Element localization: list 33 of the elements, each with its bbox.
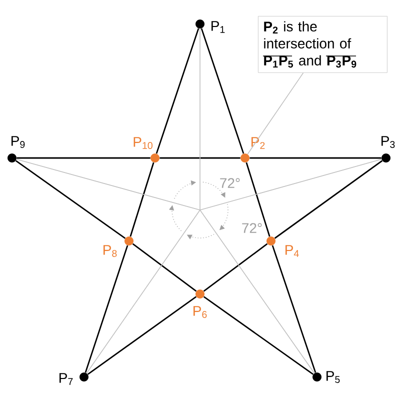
- line-segment: [203, 296, 314, 375]
- leader-line: [247, 72, 304, 155]
- point-label: P$_{9}$: [12, 136, 25, 148]
- point-label: P$_{2}$: [252, 137, 265, 149]
- line-segment: [272, 245, 316, 373]
- spoke-line: [86, 210, 200, 374]
- line-segment: [160, 157, 240, 159]
- line-segment: [84, 245, 128, 373]
- line-segment: [15, 160, 126, 239]
- point-label: P$_{4}$: [286, 245, 299, 257]
- line-segment: [132, 243, 197, 292]
- point-label: P$_{10}$: [134, 137, 152, 149]
- point-label: P$_{1}$: [212, 21, 225, 33]
- point-label: P$_{8}$: [104, 245, 117, 257]
- spoke-line: [16, 158, 200, 210]
- line-segment: [87, 296, 197, 375]
- line-segment: [16, 157, 150, 159]
- line-segment: [274, 160, 383, 239]
- point-label: P$_{7}$: [60, 373, 73, 385]
- spoke-line: [200, 210, 315, 374]
- point-label: P$_{3}$: [382, 136, 395, 148]
- line-segment: [246, 162, 270, 237]
- line-segment: [203, 243, 268, 292]
- callout-box: P$_{2}$ is the intersection of P$_{1}$P$_{5}$ and P$_{3}$P$_{9}$: [258, 16, 388, 73]
- line-segment: [130, 162, 154, 237]
- spoke-line: [200, 158, 382, 210]
- point-label: P$_{6}$: [194, 306, 207, 318]
- point-label: P$_{5}$: [326, 371, 340, 383]
- line-segment: [250, 157, 382, 159]
- line-segment: [200, 28, 244, 154]
- angle-label: 72°: [242, 223, 262, 233]
- line-segment: [156, 28, 200, 154]
- angle-label: 72°: [220, 178, 240, 188]
